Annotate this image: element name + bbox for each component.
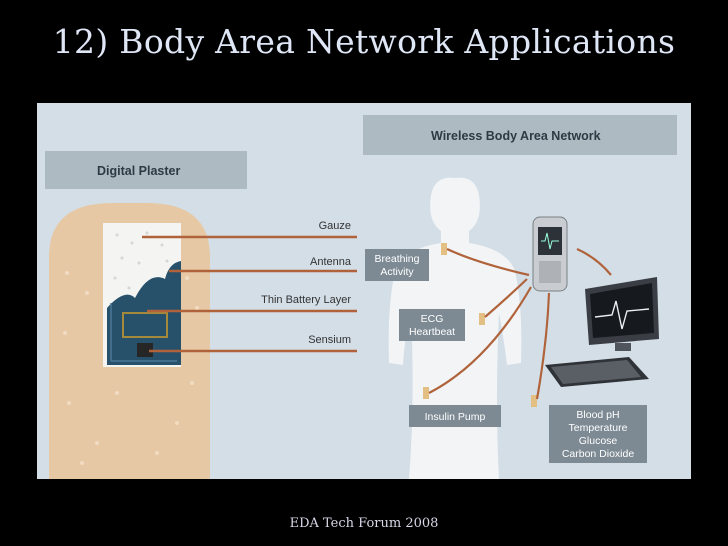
slide-title: 12) Body Area Network Applications <box>52 22 676 61</box>
gauze-dots <box>113 231 169 290</box>
breathing-box <box>365 249 429 281</box>
computer-monitor-icon <box>545 277 659 387</box>
plaster-texture <box>63 271 199 465</box>
blood-label-line3: Glucose <box>579 435 618 447</box>
mobile-phone-icon <box>532 216 568 292</box>
sensium-chip <box>137 343 153 357</box>
insulin-label: Insulin Pump <box>425 411 486 423</box>
body-area-network-figure: Digital Plaster Wireless Body Area Netwo… <box>37 103 691 479</box>
layer-label-battery: Thin Battery Layer <box>261 294 351 306</box>
slide-footer: EDA Tech Forum 2008 <box>289 516 439 531</box>
ecg-box <box>399 309 465 341</box>
network-header-box <box>363 115 677 155</box>
insulin-box <box>409 405 501 427</box>
network-title: Wireless Body Area Network <box>431 129 601 143</box>
breathing-label-line1: Breathing <box>375 253 420 265</box>
wireless-links <box>428 247 612 400</box>
blood-label-line1: Blood pH <box>576 409 619 421</box>
blood-label-line2: Temperature <box>569 422 628 434</box>
blood-label-line4: Carbon Dioxide <box>562 448 635 460</box>
digital-plaster-header-box <box>45 151 247 189</box>
battery-layer <box>122 312 168 338</box>
layer-label-sensium: Sensium <box>308 334 351 346</box>
plaster-lead-lines <box>142 235 357 353</box>
ecg-label-line2: Heartbeat <box>409 326 455 338</box>
ecg-label-line1: ECG <box>421 313 444 325</box>
blood-box <box>549 405 647 463</box>
breathing-label-line2: Activity <box>380 266 414 278</box>
digital-plaster-title: Digital Plaster <box>97 164 180 178</box>
antenna-trace <box>110 303 177 362</box>
layer-label-gauze: Gauze <box>319 220 351 232</box>
sensor-tags <box>423 243 537 407</box>
layer-label-antenna: Antenna <box>310 256 352 268</box>
